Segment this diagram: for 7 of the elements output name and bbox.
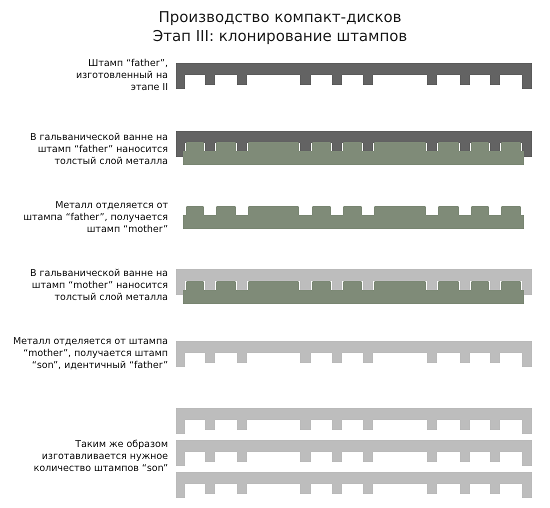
step-description: В гальванической ванне на штамп “mother” наносится толстый слой металла <box>29 268 168 304</box>
step-description: Таким же образом изготавливается нужное количество штампов “son” <box>32 439 168 475</box>
step-description: Металл отделяется от штампа “father”, получается штамп “mother” <box>22 200 168 236</box>
step-description: Металл отделяется от штампа “mother”, получается штамп “son”, идентичный “father” <box>12 336 168 372</box>
step-description: Штамп “father”, изготовленный на этапе II <box>74 58 168 94</box>
title-text: Производство компакт-дисков Этап III: клонирование штампов <box>152 8 408 46</box>
step-description: В гальванической ванне на штамп “father” наносится толстый слой металла <box>29 132 168 168</box>
